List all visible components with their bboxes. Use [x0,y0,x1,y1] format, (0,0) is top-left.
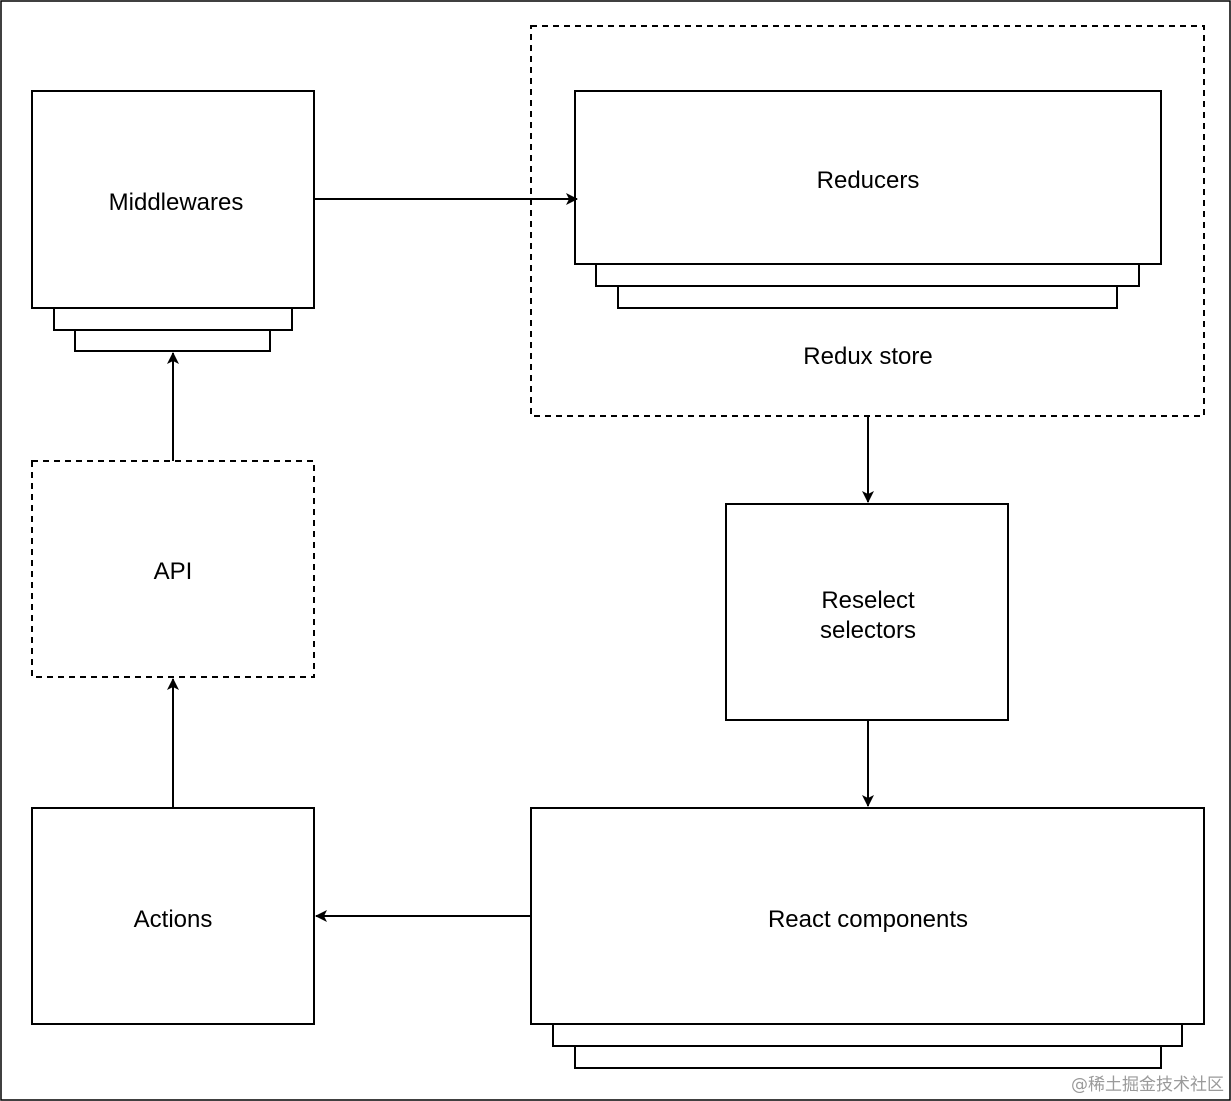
watermark-text: @稀土掘金技术社区 [1071,1075,1224,1095]
reselect-selectors-node: Reselect selectors [725,503,1009,721]
actions-node: Actions [31,807,315,1025]
api-label: API [154,558,193,585]
react-components-label: React components [768,906,968,933]
reselect-label-line2: selectors [820,617,916,644]
redux-store-label: Redux store [803,343,932,370]
reducers-node: Reducers [574,90,1162,309]
reducers-label: Reducers [817,167,920,194]
middlewares-node: Middlewares [31,90,315,352]
react-components-node: React components [530,807,1205,1069]
middlewares-label: Middlewares [109,189,244,216]
reselect-label-line1: Reselect [821,587,915,614]
api-node: API [31,460,315,678]
actions-label: Actions [134,906,213,933]
